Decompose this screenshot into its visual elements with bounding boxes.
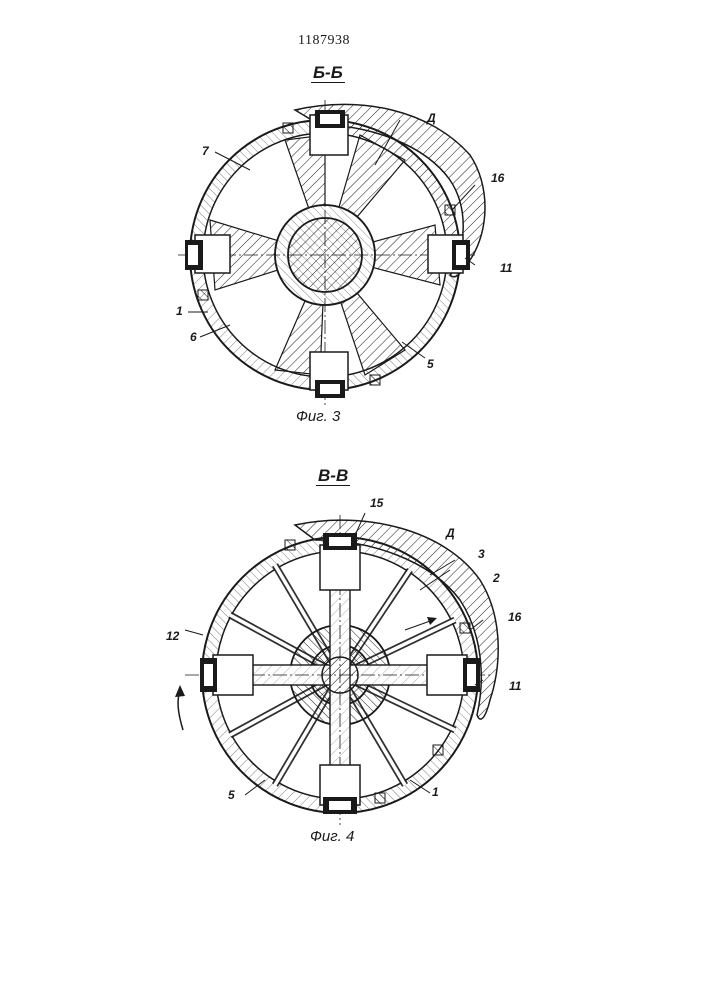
fig4-label-11: 11 bbox=[509, 680, 521, 692]
fig4-drawing bbox=[165, 495, 540, 825]
patent-number: 1187938 bbox=[298, 33, 350, 49]
fig4-label-3: 3 bbox=[478, 548, 485, 560]
fig4-section-label: В-В bbox=[316, 467, 350, 486]
fig3-label-1: 1 bbox=[176, 305, 183, 317]
fig3-label-16: 16 bbox=[491, 172, 504, 184]
fig4-label-d: Д bbox=[446, 527, 455, 539]
fig4-block-left bbox=[213, 655, 253, 695]
fig4-block-top bbox=[320, 545, 360, 590]
fig3-label-6: 6 bbox=[190, 331, 197, 343]
fig3-label-7: 7 bbox=[202, 145, 209, 157]
fig3-label-5: 5 bbox=[427, 358, 434, 370]
fig4-label-16: 16 bbox=[508, 611, 521, 623]
fig4-label-2: 2 bbox=[493, 572, 500, 584]
fig3-section-label: Б-Б bbox=[311, 64, 345, 83]
fig4-block-right bbox=[427, 655, 467, 695]
fig3-drawing bbox=[170, 90, 530, 410]
fig3-label-d: Д bbox=[427, 112, 436, 124]
fig4-label-1: 1 bbox=[432, 786, 439, 798]
fig4-label-12: 12 bbox=[166, 630, 179, 642]
fig4-caption: Фиг. 4 bbox=[310, 828, 354, 845]
fig4-label-15: 15 bbox=[370, 497, 383, 509]
fig4-label-5: 5 bbox=[228, 789, 235, 801]
fig3-caption: Фиг. 3 bbox=[296, 408, 340, 425]
fig3-label-11: 11 bbox=[500, 262, 512, 274]
